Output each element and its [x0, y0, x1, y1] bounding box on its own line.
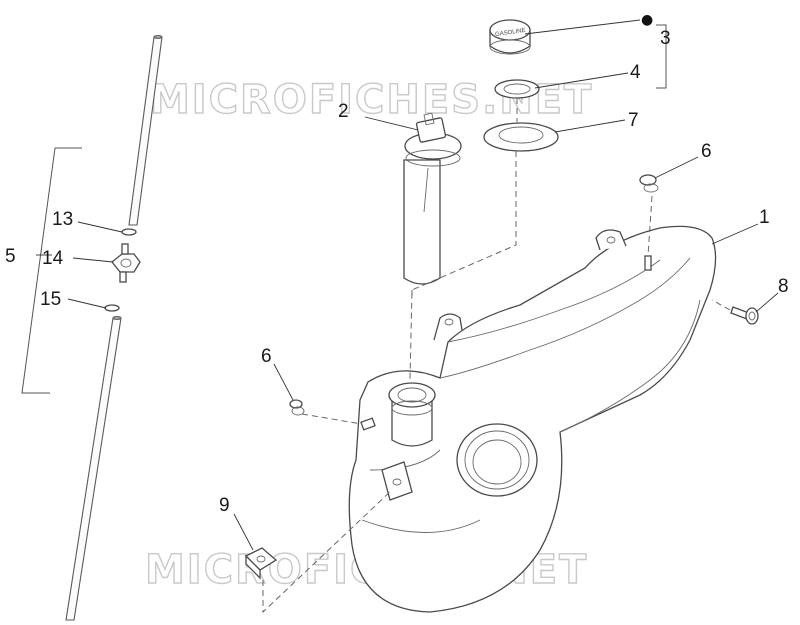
mounting-bolt-8: [730, 306, 759, 325]
callout-5: 5: [5, 246, 16, 267]
callout-14: 14: [42, 248, 64, 269]
callout-4: 4: [630, 62, 641, 83]
hose-clip-15: [104, 304, 120, 312]
dash-clamp-to-fitting: [301, 413, 363, 425]
leader-3: [524, 19, 641, 35]
leader-2: [364, 116, 419, 131]
callout-6-upper: 6: [701, 141, 712, 162]
dash-clipnut-to-bracket: [262, 489, 393, 614]
seal-ring-7: [483, 122, 559, 152]
leader-8: [755, 292, 779, 313]
hose-clip-13: [121, 228, 137, 236]
dash-bolt-to-tank: [711, 299, 731, 311]
vent-hose-upper: [128, 35, 163, 226]
cap-gasket-4: [494, 79, 540, 99]
clip-nut-9: [244, 547, 278, 580]
leader-15: [67, 298, 107, 309]
set-marker-dot: ●: [641, 12, 653, 28]
callout-7: 7: [628, 110, 639, 131]
leader-9: [233, 513, 254, 551]
vent-hose-lower: [65, 316, 122, 621]
dash-clamp-to-nipple: [647, 195, 653, 257]
vent-valve-14: [111, 243, 141, 283]
leader-7: [554, 119, 626, 133]
cap-label: GASOLINE: [495, 28, 526, 38]
hose-clamp-6-upper: [639, 174, 659, 193]
fuel-tank-1: [348, 225, 717, 613]
leader-13: [77, 221, 123, 233]
group-3-bracket: [656, 24, 667, 89]
leader-6-lower: [273, 363, 294, 401]
fuel-level-sender-2: [403, 112, 462, 285]
callout-6-lower: 6: [261, 346, 272, 367]
dash-ring-to-neck: [409, 151, 517, 381]
fuel-filler-cap-3: GASOLINE: [489, 19, 531, 55]
callout-2: 2: [338, 101, 349, 122]
callout-1: 1: [759, 207, 770, 228]
leader-4: [534, 72, 629, 89]
callout-3: 3: [660, 28, 671, 49]
leader-14: [72, 257, 114, 263]
callout-8: 8: [778, 276, 789, 297]
callout-9: 9: [219, 495, 230, 516]
callout-13: 13: [52, 209, 73, 230]
leader-1: [711, 223, 759, 245]
leader-6-upper: [654, 156, 699, 179]
group-5-bracket: [21, 147, 82, 394]
hose-clamp-6-lower: [289, 399, 305, 416]
callout-15: 15: [40, 289, 61, 310]
